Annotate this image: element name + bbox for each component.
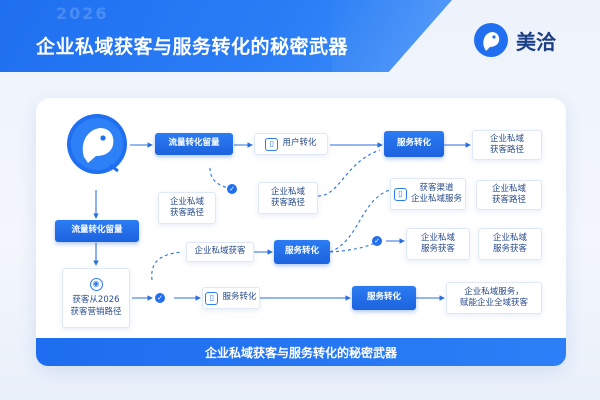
flow-retention-node-left[interactable]: 流量转化留量	[55, 220, 139, 242]
row3-node-b[interactable]: 企业私域 服务获客	[478, 228, 542, 260]
user-convert-label: 用户转化	[282, 138, 317, 149]
row3-node-a[interactable]: 企业私域 服务获客	[406, 228, 470, 260]
flow-retention-node-top[interactable]: 流量转化留量	[155, 133, 233, 155]
mid-icon-label: 获客渠道 企业私域服务	[410, 182, 462, 204]
mid-icon-node[interactable]: ▯ 获客渠道 企业私域服务	[390, 178, 466, 210]
check-dot-icon: ✓	[155, 293, 165, 303]
mid-left-path-node[interactable]: 企业私域 获客路径	[158, 192, 216, 224]
parrot-logo-icon	[474, 23, 508, 57]
document-icon: ▯	[205, 291, 219, 305]
document-icon: ▯	[265, 137, 279, 151]
brand-name: 美洽	[516, 29, 556, 54]
document-icon: ◉	[89, 278, 103, 292]
top-right-path-node[interactable]: 企业私域 获客路径	[472, 130, 542, 160]
user-convert-node[interactable]: ▯ 用户转化	[254, 133, 328, 155]
bottom-left-card[interactable]: ◉ 获客从2026 获客营销路径	[62, 268, 130, 328]
bottom-service-label: 服务转化	[222, 292, 257, 303]
service-convert-node-mid[interactable]: 服务转化	[274, 240, 330, 264]
mid-right-path-node[interactable]: 企业私域 获客路径	[476, 180, 542, 210]
bottom-service-node[interactable]: ▯ 服务转化	[202, 287, 260, 309]
document-icon: ▯	[393, 187, 407, 201]
bottom-right-node[interactable]: 企业私域服务， 赋能企业全域获客	[446, 282, 542, 314]
header-ghost-text: 2026	[56, 4, 109, 23]
check-dot-icon: ✓	[372, 236, 382, 246]
brand-logo: 美洽	[474, 22, 556, 58]
footer-banner: 企业私域获客与服务转化的秘密武器	[36, 338, 566, 366]
left-path-node[interactable]: 企业私域获客	[186, 242, 254, 262]
mid-center-path-node[interactable]: 企业私域 获客路径	[258, 182, 318, 214]
bottom-service-solid-node[interactable]: 服务转化	[352, 286, 416, 310]
check-dot-icon: ✓	[227, 184, 237, 194]
page-title: 企业私域获客与服务转化的秘密武器	[36, 36, 349, 58]
service-convert-node-top[interactable]: 服务转化	[384, 131, 444, 157]
parrot-logo-icon	[66, 113, 128, 175]
bottom-left-card-label: 获客从2026 获客营销路径	[70, 295, 122, 317]
